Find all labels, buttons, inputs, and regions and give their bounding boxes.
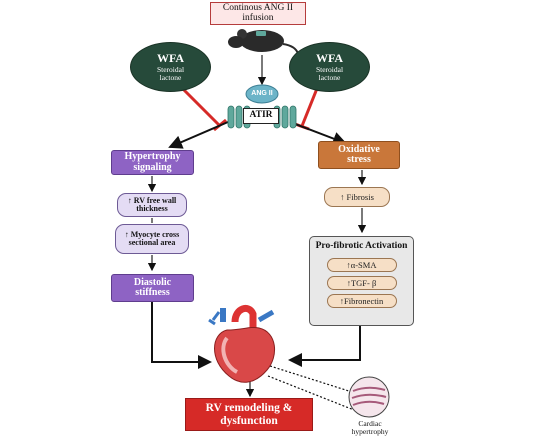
wfa-right: WFA Steroidal lactone	[289, 42, 370, 92]
arrow-to-hypertrophy	[168, 121, 229, 149]
heart-chamber	[221, 336, 239, 374]
profibrotic-activation-panel: Pro-fibrotic Activation ↑α-SMA ↑TGF- β ↑…	[309, 236, 414, 326]
mouse-illustration	[228, 29, 299, 55]
profibrotic-item-fibronectin: ↑Fibronectin	[326, 293, 397, 308]
receptor-label: ATIR	[243, 108, 279, 124]
ang-ii-label: ANG II	[251, 90, 273, 98]
inset-fibers	[351, 386, 387, 406]
inset-circle	[348, 376, 390, 418]
ang-ii-shape	[245, 84, 279, 104]
heart-aorta	[231, 305, 257, 330]
mouse-body	[240, 30, 284, 52]
mouse-pump	[256, 31, 266, 36]
dotted-line-2	[267, 375, 355, 411]
hypertrophy-signaling: Hypertrophy signaling	[111, 150, 194, 175]
wfa-right-subtitle: Steroidal lactone	[315, 65, 344, 83]
diastolic-stiffness: Diastolic stiffness	[111, 274, 194, 302]
mouse-head	[228, 36, 244, 48]
profibrotic-item-asma: ↑α-SMA	[326, 257, 397, 272]
arrow-to-oxidative	[289, 121, 347, 146]
wfa-left: WFA Steroidal lactone	[130, 42, 211, 92]
oxidative-stress: Oxidative stress	[318, 141, 400, 169]
heart-illustration	[208, 305, 275, 383]
heart-vein	[208, 311, 221, 326]
inhibit-line-right	[300, 85, 320, 127]
heart-pulmonary-artery	[257, 309, 275, 323]
arrow-to-heart-left	[151, 302, 212, 369]
wfa-right-title: WFA	[315, 50, 344, 65]
cardiac-hypertrophy-image	[348, 376, 390, 418]
fibrosis: ↑ Fibrosis	[324, 187, 390, 207]
mouse-ear	[237, 29, 247, 39]
arrow-to-heart-right	[288, 326, 361, 367]
cardiac-hypertrophy-label: Cardiac hypertrophy	[351, 419, 389, 436]
profibrotic-title: Pro-fibrotic Activation	[315, 241, 408, 251]
myocyte-cross-sectional-area: ↑ Myocyte cross sectional area	[115, 224, 189, 254]
inhibit-line-left	[178, 84, 222, 128]
rv-remodeling-dysfunction: RV remodeling & dysfunction	[185, 398, 313, 431]
wfa-left-title: WFA	[156, 50, 185, 65]
rv-free-wall-thickness: ↑ RV free wall thickness	[117, 193, 187, 217]
profibrotic-item-tgfb: ↑TGF- β	[326, 275, 397, 290]
wfa-left-subtitle: Steroidal lactone	[156, 65, 185, 83]
infusion-label: Continous ANG II infusion	[210, 2, 306, 25]
